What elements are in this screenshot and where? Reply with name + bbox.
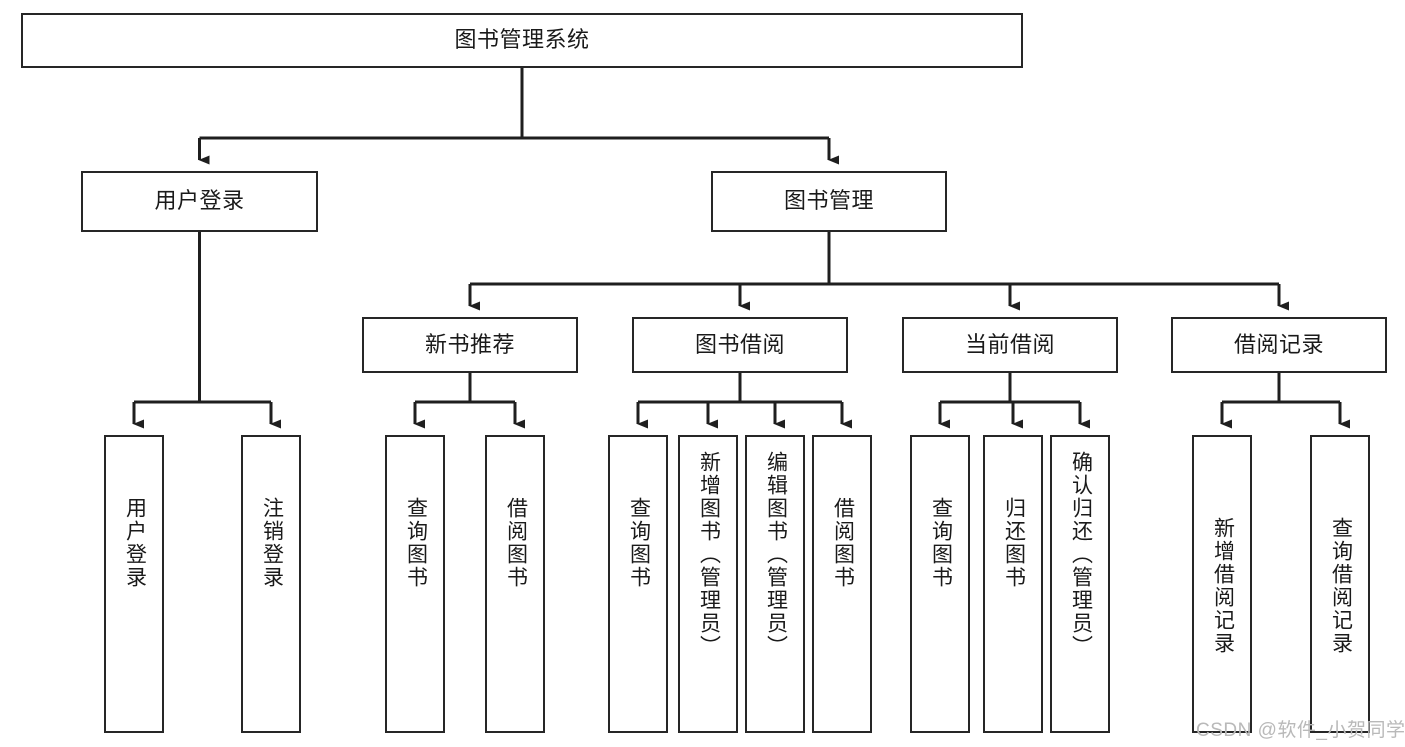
node-label: 图书借阅 bbox=[694, 331, 785, 357]
node-label: 用户登录 bbox=[123, 497, 147, 589]
node-borrow-record[interactable]: 借阅记录 bbox=[1171, 317, 1387, 373]
node-label: 当前借阅 bbox=[964, 331, 1055, 357]
connector-group bbox=[132, 68, 1350, 429]
node-book-borrow[interactable]: 图书借阅 bbox=[632, 317, 848, 373]
node-label: 注销登录 bbox=[260, 497, 284, 589]
node-label: 借阅图书 bbox=[831, 497, 855, 589]
node-new-book-recommend[interactable]: 新书推荐 bbox=[362, 317, 578, 373]
node-leaf-add-book-admin[interactable]: 新增图书（管理员） bbox=[678, 435, 738, 733]
node-label: 查询图书 bbox=[929, 497, 953, 589]
node-label: 用户登录 bbox=[154, 188, 245, 214]
node-leaf-add-borrow-record[interactable]: 新增借阅记录 bbox=[1192, 435, 1252, 733]
node-leaf-borrow-book[interactable]: 借阅图书 bbox=[812, 435, 872, 733]
node-label: 图书管理系统 bbox=[454, 27, 590, 53]
node-book-manage[interactable]: 图书管理 bbox=[711, 171, 947, 232]
node-label: 借阅记录 bbox=[1233, 331, 1324, 357]
node-label: 查询借阅记录 bbox=[1329, 517, 1353, 655]
node-label: 归还图书 bbox=[1002, 497, 1026, 589]
node-label: 确认归还（管理员） bbox=[1069, 451, 1093, 658]
node-leaf-borrow-book-rec[interactable]: 借阅图书 bbox=[485, 435, 545, 733]
node-leaf-return-book[interactable]: 归还图书 bbox=[983, 435, 1043, 733]
node-leaf-confirm-return-admin[interactable]: 确认归还（管理员） bbox=[1050, 435, 1110, 733]
node-leaf-logout[interactable]: 注销登录 bbox=[241, 435, 301, 733]
node-root[interactable]: 图书管理系统 bbox=[21, 13, 1023, 68]
node-leaf-query-book-borrow[interactable]: 查询图书 bbox=[608, 435, 668, 733]
node-user-login[interactable]: 用户登录 bbox=[81, 171, 318, 232]
node-leaf-edit-book-admin[interactable]: 编辑图书（管理员） bbox=[745, 435, 805, 733]
node-leaf-query-book-current[interactable]: 查询图书 bbox=[910, 435, 970, 733]
node-leaf-query-borrow-record[interactable]: 查询借阅记录 bbox=[1310, 435, 1370, 733]
node-label: 图书管理 bbox=[783, 188, 874, 214]
node-label: 查询图书 bbox=[404, 497, 428, 589]
node-label: 编辑图书（管理员） bbox=[764, 451, 788, 658]
node-leaf-query-book-rec[interactable]: 查询图书 bbox=[385, 435, 445, 733]
node-current-borrow[interactable]: 当前借阅 bbox=[902, 317, 1118, 373]
node-label: 新增图书（管理员） bbox=[697, 451, 721, 658]
node-leaf-user-login[interactable]: 用户登录 bbox=[104, 435, 164, 733]
node-label: 新书推荐 bbox=[424, 331, 515, 357]
node-label: 新增借阅记录 bbox=[1211, 517, 1235, 655]
node-label: 查询图书 bbox=[627, 497, 651, 589]
node-label: 借阅图书 bbox=[504, 497, 528, 589]
